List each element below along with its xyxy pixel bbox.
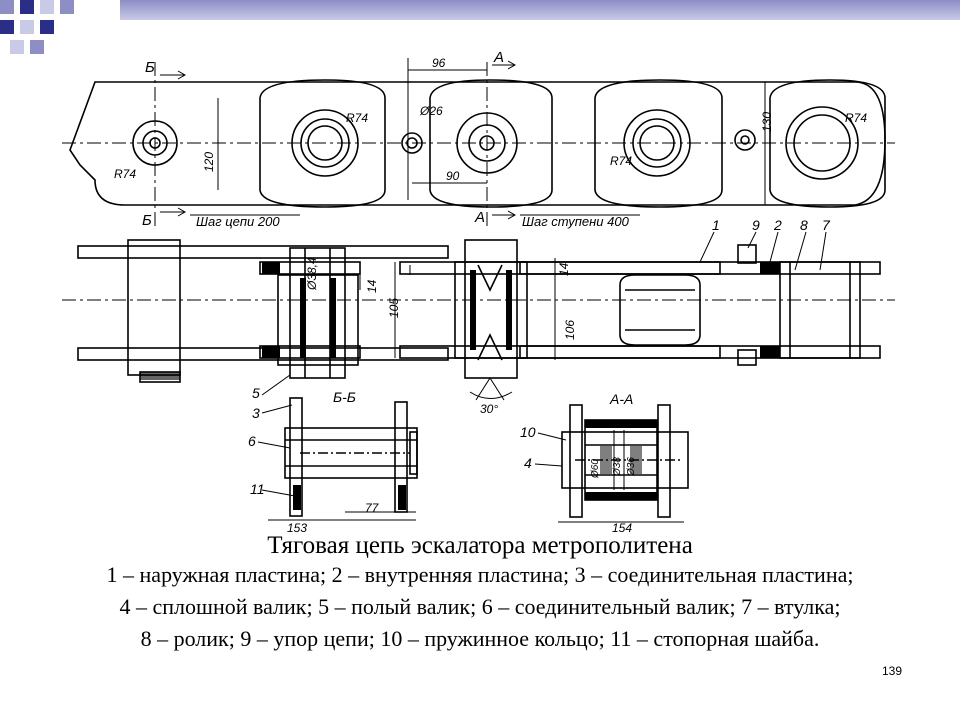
dim-105: 105 — [387, 298, 401, 318]
dim-r74-4: R74 — [845, 111, 867, 125]
dim-phi38: Ø38 — [612, 457, 623, 477]
caption-line-3: 8 – ролик; 9 – упор цепи; 10 – пружинное… — [140, 626, 820, 651]
page-number: 139 — [881, 664, 902, 678]
callout-8: 8 — [800, 217, 808, 233]
dim-106: 106 — [563, 320, 577, 340]
slide-title: Тяговая цепь эскалатора метрополитена — [267, 532, 693, 559]
callout-5: 5 — [252, 385, 260, 401]
section-bb-view — [268, 397, 418, 521]
caption-line-2: 4 – сплошной валик; 5 – полый валик; 6 –… — [119, 594, 841, 619]
dim-phi60: Ø60 — [590, 459, 601, 479]
dim-phi26: Ø26 — [419, 104, 443, 118]
callout-6: 6 — [248, 433, 256, 449]
dim-r74-1: R74 — [114, 167, 136, 181]
callout-9: 9 — [752, 217, 760, 233]
label-section-b-top: Б — [145, 59, 155, 76]
dim-r74-3: R74 — [610, 154, 632, 168]
top-accent-bar — [120, 0, 960, 20]
section-aa-title: А-А — [609, 391, 633, 407]
label-section-a-bottom: А — [474, 209, 485, 226]
label-section-a-top: А — [493, 49, 504, 66]
callout-2: 2 — [773, 217, 782, 233]
caption-line-1: 1 – наружная пластина; 2 – внутренняя пл… — [106, 562, 854, 587]
callout-4: 4 — [524, 455, 532, 471]
callout-3: 3 — [252, 405, 260, 421]
callout-10: 10 — [520, 424, 536, 440]
chain-pitch-label: Шаг цепи 200 — [196, 214, 280, 229]
dim-14a: 14 — [365, 279, 379, 293]
callout-1: 1 — [712, 217, 720, 233]
dim-77: 77 — [365, 501, 380, 515]
label-section-b-bottom: Б — [142, 212, 152, 229]
step-pitch-label: Шаг ступени 400 — [522, 214, 630, 229]
angle-30: 30° — [480, 402, 498, 416]
callout-11: 11 — [250, 481, 265, 497]
dim-130: 130 — [760, 112, 774, 132]
section-bb-title: Б-Б — [333, 389, 356, 405]
dim-14b: 14 — [557, 262, 571, 276]
dim-154: 154 — [612, 521, 632, 535]
dim-phi36: Ø36 — [626, 457, 637, 477]
section-plan-view — [77, 239, 881, 383]
corner-squares-decoration — [0, 0, 74, 54]
dim-phi384: Ø38,4 — [305, 257, 319, 291]
dim-120: 120 — [202, 152, 216, 172]
dim-96: 96 — [432, 56, 446, 70]
dim-r74-2: R74 — [346, 111, 368, 125]
callout-7: 7 — [822, 217, 831, 233]
dim-153: 153 — [287, 521, 307, 535]
dim-90: 90 — [446, 169, 460, 183]
